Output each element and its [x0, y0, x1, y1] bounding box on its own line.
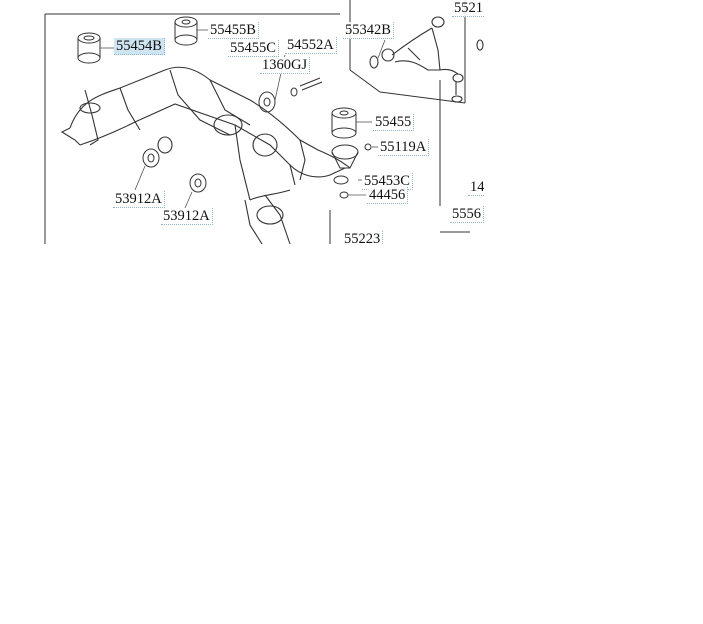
bolt-1360GJ [290, 77, 323, 97]
label-55454B[interactable]: 55454B [114, 38, 165, 55]
label-55455[interactable]: 55455 [373, 114, 415, 131]
label-55453C[interactable]: 55453C [362, 173, 413, 190]
bushing-53912A-2 [189, 173, 207, 193]
label-53912A-2[interactable]: 53912A [161, 208, 213, 225]
diagram-crop-edge [0, 244, 703, 619]
label-5556[interactable]: 5556 [450, 206, 484, 223]
bushing-55455C [258, 91, 276, 113]
frame-line-arm [349, 69, 466, 104]
mount-55453C [331, 144, 359, 199]
upper-arm [369, 16, 484, 103]
label-55455C[interactable]: 55455C [228, 40, 279, 57]
label-55455B[interactable]: 55455B [208, 22, 259, 39]
label-55119A[interactable]: 55119A [378, 139, 430, 156]
label-5521[interactable]: 5521 [452, 0, 486, 17]
label-55223[interactable]: 55223 [342, 231, 384, 248]
leader-55342B [377, 39, 386, 59]
bushing-55454B [77, 32, 101, 64]
label-55342B[interactable]: 55342B [343, 22, 394, 39]
label-54552A[interactable]: 54552A [285, 37, 337, 54]
diagram-right-edge [484, 0, 703, 244]
bushing-53912A-1 [142, 148, 160, 168]
label-1360GJ[interactable]: 1360GJ [260, 57, 311, 74]
bushing-55455 [331, 107, 357, 139]
label-53912A-1[interactable]: 53912A [113, 191, 165, 208]
leader-53912A-2 [184, 191, 193, 209]
nut-55119A [364, 143, 372, 151]
crossmember [60, 66, 351, 245]
leader-53912A-1 [134, 165, 146, 191]
label-44456[interactable]: 44456 [367, 187, 409, 204]
bushing-55455B [174, 16, 198, 46]
